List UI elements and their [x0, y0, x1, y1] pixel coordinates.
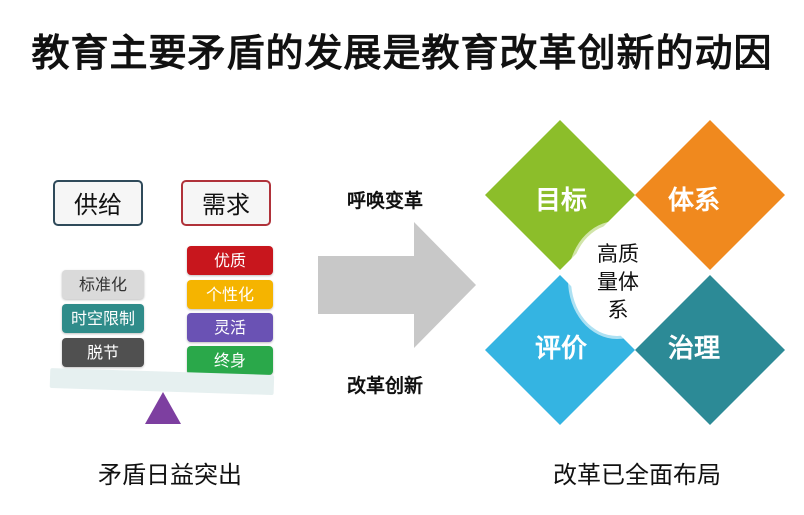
petal-label-system: 体系	[667, 186, 720, 216]
center-label: 高质量体系	[597, 242, 639, 322]
demand-block-flexibility: 灵活	[187, 313, 273, 342]
right-caption: 改革已全面布局	[553, 461, 721, 489]
center-circle	[571, 224, 663, 336]
fulcrum-triangle-icon	[145, 392, 181, 424]
petal-label-governance: 治理	[667, 334, 720, 364]
arrow-top-label: 呼唤变革	[346, 190, 423, 212]
right-arrow-icon	[318, 222, 476, 348]
demand-block-quality: 优质	[187, 246, 273, 275]
demand-label-box: 需求	[181, 180, 271, 226]
supply-block-standardization: 标准化	[62, 270, 144, 299]
supply-block-disconnect: 脱节	[62, 338, 144, 367]
page-title: 教育主要矛盾的发展是教育改革创新的动因	[31, 31, 773, 75]
demand-block-personalization: 个性化	[187, 280, 273, 309]
left-caption: 矛盾日益突出	[98, 461, 242, 489]
demand-block-lifelong: 终身	[187, 346, 273, 375]
arrow-bottom-label: 改革创新	[346, 375, 423, 397]
petal-system	[635, 120, 785, 270]
supply-block-time-space-limits: 时空限制	[62, 304, 144, 333]
petal-label-evaluation: 评价	[534, 334, 587, 364]
supply-label-box: 供给	[53, 180, 143, 226]
petal-label-goal: 目标	[534, 186, 587, 216]
petal-governance	[635, 275, 785, 425]
